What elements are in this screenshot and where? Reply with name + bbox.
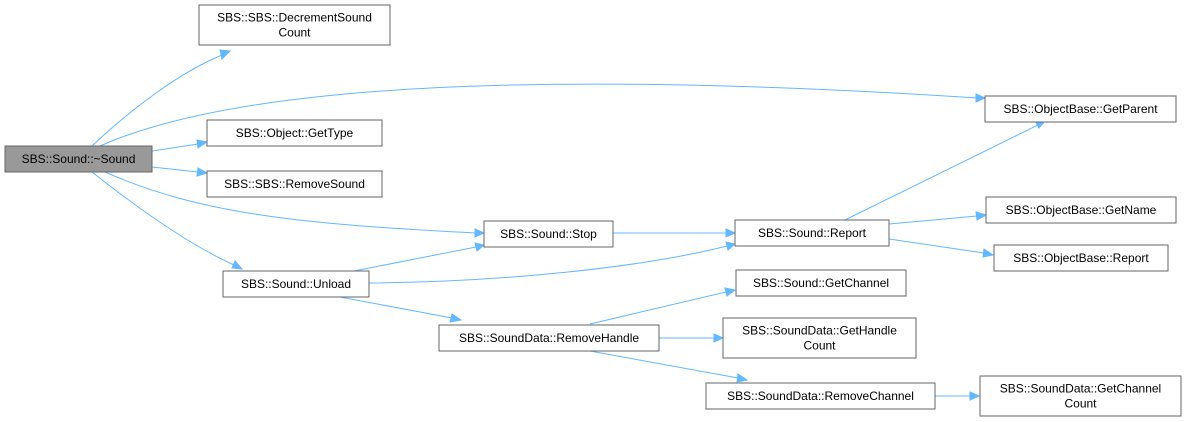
node-sounddata-removehandle[interactable]: SBS::SoundData::RemoveHandle <box>438 324 660 352</box>
edge-removehandle-to-gethandlecount <box>659 333 725 343</box>
node-label: SBS::Sound::Unload <box>241 277 351 291</box>
edge-root-to-getparent <box>99 83 987 147</box>
edge-unload-to-removehandle <box>339 296 463 323</box>
edge-root-to-unload <box>91 171 244 270</box>
node-sbs-removesound[interactable]: SBS::SBS::RemoveSound <box>206 170 383 198</box>
node-label: SBS::Sound::GetChannel <box>753 276 889 290</box>
edge-removehandle-to-getchannel <box>589 287 737 325</box>
node-label: SBS::ObjectBase::Report <box>1013 251 1149 265</box>
edge-stop-to-report <box>613 228 737 238</box>
node-objectbase-getname[interactable]: SBS::ObjectBase::GetName <box>985 196 1177 224</box>
edge-root-to-gettype <box>151 139 209 152</box>
nodes-layer: SBS::Sound::~Sound SBS::SBS::DecrementSo… <box>4 4 1182 417</box>
node-sound-destructor[interactable]: SBS::Sound::~Sound <box>4 145 153 173</box>
edge-report-to-getname <box>888 211 988 225</box>
node-label: Count <box>803 339 836 353</box>
edge-removehandle-to-removechannel <box>589 350 749 383</box>
node-label: SBS::ObjectBase::GetParent <box>1003 102 1158 116</box>
node-label: SBS::Sound::Report <box>758 226 867 240</box>
node-label: SBS::SBS::RemoveSound <box>224 177 365 191</box>
node-objectbase-report[interactable]: SBS::ObjectBase::Report <box>993 244 1169 272</box>
node-sound-report[interactable]: SBS::Sound::Report <box>734 219 890 247</box>
node-label: SBS::SBS::DecrementSound <box>217 11 372 25</box>
edge-root-to-decrement <box>91 49 232 147</box>
node-sound-unload[interactable]: SBS::Sound::Unload <box>222 270 370 298</box>
node-label: SBS::SoundData::RemoveChannel <box>727 389 914 403</box>
node-label: Count <box>1064 397 1097 411</box>
node-label: SBS::Object::GetType <box>236 126 354 140</box>
node-sound-getchannel[interactable]: SBS::Sound::GetChannel <box>735 269 907 297</box>
node-objectbase-getparent[interactable]: SBS::ObjectBase::GetParent <box>984 95 1177 123</box>
node-label: SBS::SoundData::RemoveHandle <box>459 331 639 345</box>
node-label: SBS::SoundData::GetChannel <box>1000 382 1161 396</box>
edge-root-to-removesound <box>151 166 209 177</box>
edge-root-to-stop <box>104 171 486 238</box>
edge-removechannel-to-getchannelcount <box>935 391 981 401</box>
node-label: SBS::Sound::~Sound <box>22 152 136 166</box>
node-label: SBS::SoundData::GetHandle <box>742 324 897 338</box>
node-sounddata-removechannel[interactable]: SBS::SoundData::RemoveChannel <box>705 382 936 410</box>
node-object-gettype[interactable]: SBS::Object::GetType <box>206 119 383 147</box>
edge-report-to-objreport <box>888 238 995 258</box>
edge-unload-to-report <box>368 241 737 284</box>
node-label: SBS::Sound::Stop <box>500 227 597 241</box>
edge-unload-to-stop <box>353 242 486 272</box>
node-label: SBS::ObjectBase::GetName <box>1006 203 1157 217</box>
node-sound-stop[interactable]: SBS::Sound::Stop <box>483 220 614 248</box>
edges-layer <box>91 49 1047 401</box>
node-label: Count <box>278 26 311 40</box>
